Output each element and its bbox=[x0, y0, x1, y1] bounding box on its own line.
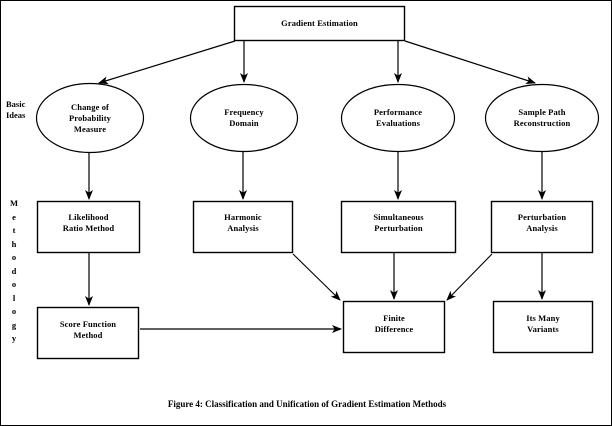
node-harmonic-analysis bbox=[192, 200, 294, 254]
node-perturbation-analysis bbox=[490, 200, 594, 254]
node-performance-evaluations bbox=[340, 83, 456, 153]
figure-caption: Figure 4: Classification and Unification… bbox=[167, 399, 447, 409]
methodology-letter: g bbox=[11, 319, 17, 330]
row-label-basic-ideas-line1: Basic bbox=[6, 99, 26, 109]
node-its-many-variants bbox=[492, 300, 594, 354]
methodology-letter: y bbox=[11, 333, 17, 343]
methodology-letter: o bbox=[11, 306, 17, 316]
node-sample-path-reconstruction bbox=[484, 83, 600, 153]
methodology-letter: l bbox=[12, 292, 16, 303]
node-score-function-method bbox=[36, 306, 140, 360]
row-label-basic-ideas-line2: Ideas bbox=[6, 110, 26, 120]
methodology-letter: h bbox=[11, 238, 17, 249]
edge-root-to-sample-path-reconstruction bbox=[404, 40, 536, 85]
edge-perturbation-to-finite-difference bbox=[446, 253, 493, 301]
edge-harmonic-to-finite-difference bbox=[292, 253, 341, 301]
methodology-letter: o bbox=[11, 279, 17, 289]
edge-root-to-change-of-probability bbox=[98, 40, 236, 85]
node-frequency-domain bbox=[189, 83, 299, 153]
methodology-letter: d bbox=[11, 265, 17, 276]
node-gradient-estimation bbox=[233, 5, 406, 42]
node-simultaneous-perturbation bbox=[340, 200, 457, 254]
methodology-letter: M bbox=[9, 198, 19, 208]
node-likelihood-ratio-method bbox=[36, 200, 141, 254]
methodology-letter: t bbox=[12, 225, 16, 235]
row-label-basic-ideas: Basic Ideas bbox=[6, 99, 40, 121]
methodology-letter: o bbox=[11, 252, 17, 262]
node-change-of-probability-measure bbox=[35, 82, 145, 154]
node-finite-difference bbox=[342, 300, 446, 354]
methodology-letter: e bbox=[12, 211, 16, 222]
